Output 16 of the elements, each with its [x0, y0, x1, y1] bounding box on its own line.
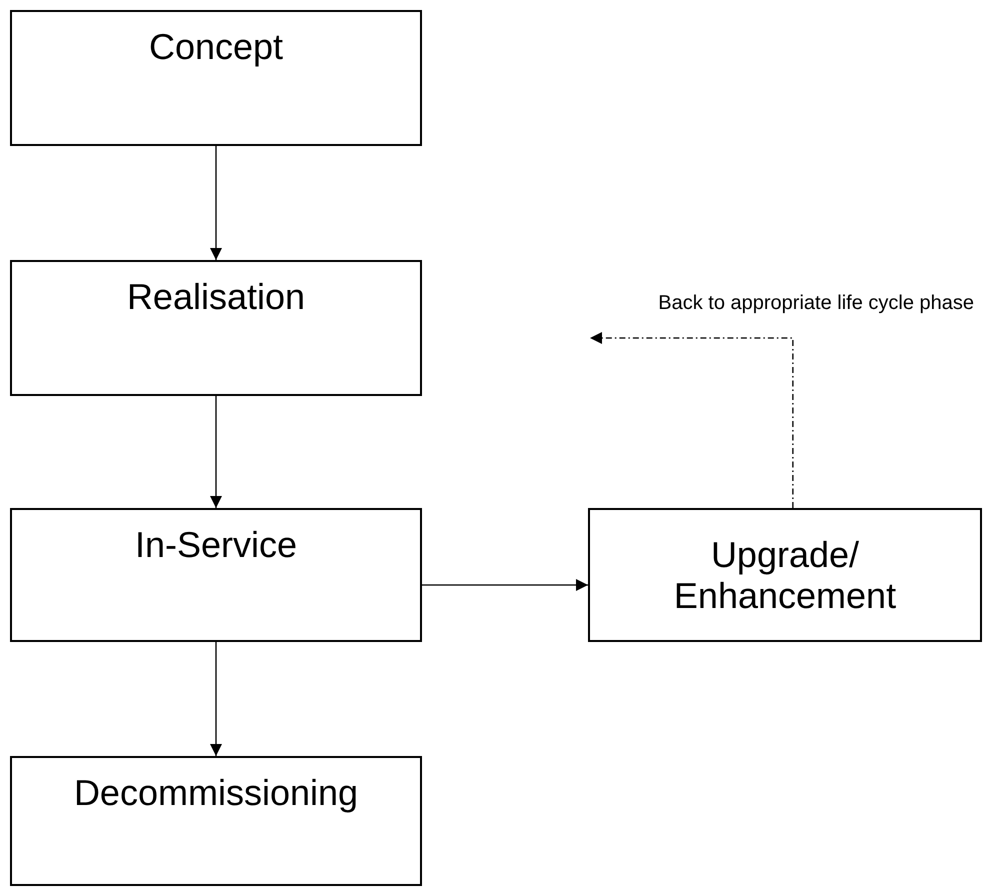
arrow	[210, 642, 222, 756]
process-box	[10, 756, 422, 886]
box-label: In-Service	[134, 524, 298, 566]
arrow	[422, 579, 588, 591]
dashed-arrow	[590, 332, 794, 508]
process-box	[588, 508, 982, 642]
process-box	[10, 508, 422, 642]
process-box	[10, 10, 422, 146]
process-box	[10, 260, 422, 396]
box-label: Decommissioning	[74, 772, 358, 814]
arrow	[210, 396, 222, 508]
box-label: Upgrade/ Enhancement	[672, 534, 898, 616]
edge-label: Back to appropriate life cycle phase	[658, 292, 974, 315]
box-label: Concept	[148, 26, 284, 68]
arrow	[210, 146, 222, 260]
box-label: Realisation	[126, 276, 306, 318]
